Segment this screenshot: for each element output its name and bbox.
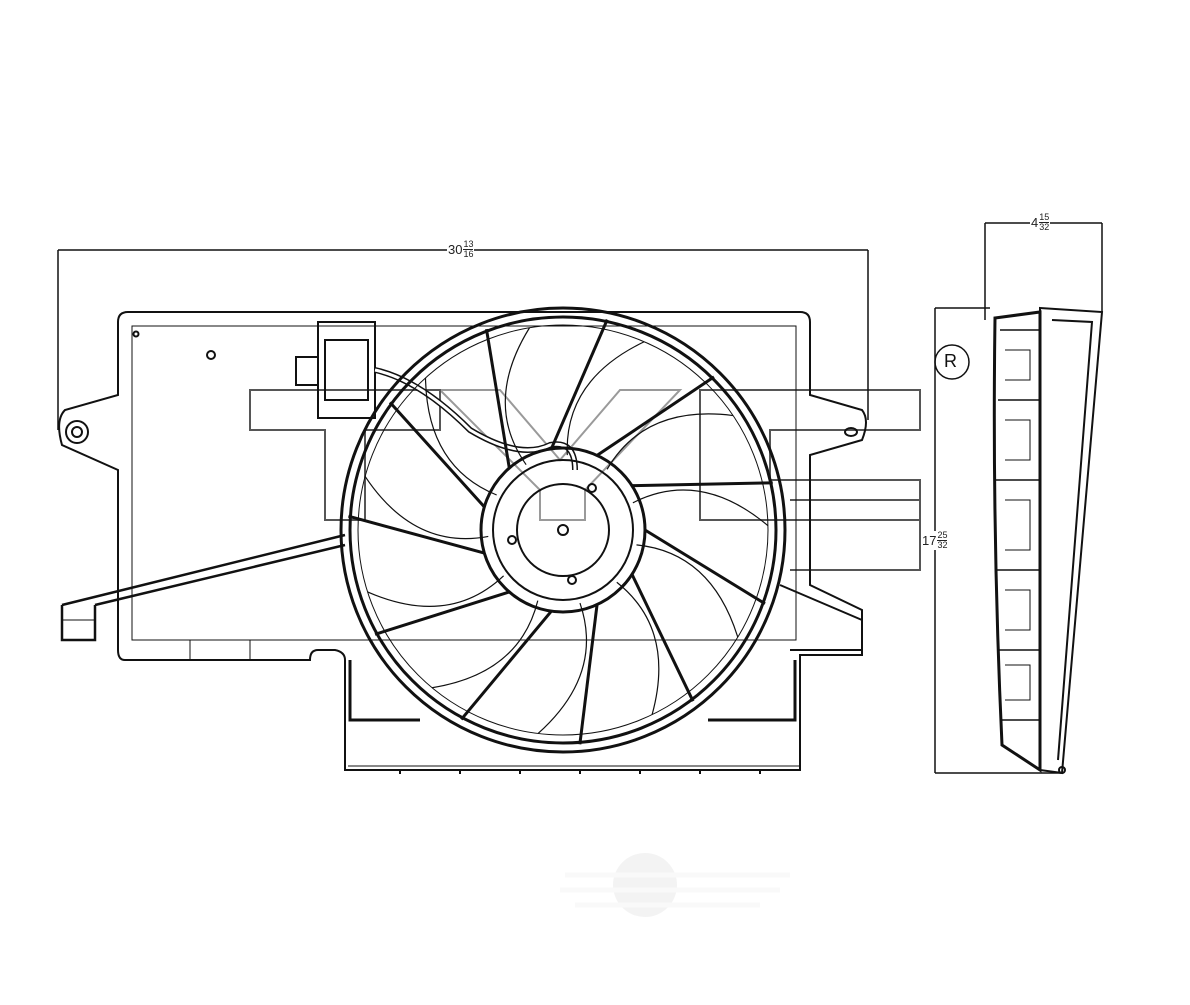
- depth-numerator: 15: [1039, 212, 1050, 223]
- fan-blade: [504, 327, 531, 466]
- height-whole: 17: [922, 533, 937, 548]
- motor-hub: [479, 446, 647, 614]
- height-numerator: 25: [937, 530, 948, 541]
- fan-spoke: [348, 514, 485, 555]
- fan-spoke: [374, 590, 510, 636]
- fan-spoke: [644, 528, 766, 606]
- fan-blade: [364, 476, 489, 540]
- height-dimension-line: [934, 307, 1062, 774]
- side-view: [992, 306, 1104, 775]
- fan-blade: [606, 413, 734, 470]
- fan-spoke: [596, 375, 715, 457]
- whi-watermark-logo: [560, 853, 790, 917]
- fan-spoke: [630, 573, 695, 702]
- fan-blade: [431, 600, 539, 689]
- fan-spoke: [388, 401, 486, 508]
- fan-blade: [537, 602, 587, 734]
- fan-spoke: [578, 604, 599, 745]
- fan-shroud: [58, 311, 867, 774]
- depth-whole: 4: [1031, 215, 1039, 230]
- fan-spoke: [484, 328, 511, 469]
- fan-blade: [616, 581, 660, 715]
- width-denominator: 16: [463, 249, 474, 259]
- fan-spoke: [549, 319, 609, 450]
- width-numerator: 13: [463, 239, 474, 250]
- depth-dimension-line: [984, 222, 1103, 320]
- fan-blade: [632, 489, 769, 527]
- electrical-connector: [295, 321, 578, 471]
- registered-mark-letter: R: [944, 351, 957, 371]
- fan-blades: [348, 319, 773, 745]
- fan-blade: [636, 544, 739, 638]
- depth-denominator: 32: [1039, 222, 1050, 232]
- height-denominator: 32: [937, 540, 948, 550]
- fan-spoke: [460, 610, 553, 721]
- fan-ring: [339, 306, 787, 754]
- fan-blade: [566, 341, 645, 456]
- registered-mark: [934, 344, 970, 380]
- fan-blade: [367, 575, 505, 607]
- width-whole: 30: [448, 242, 463, 257]
- fan-spoke: [631, 481, 773, 488]
- fan-blade: [424, 377, 497, 496]
